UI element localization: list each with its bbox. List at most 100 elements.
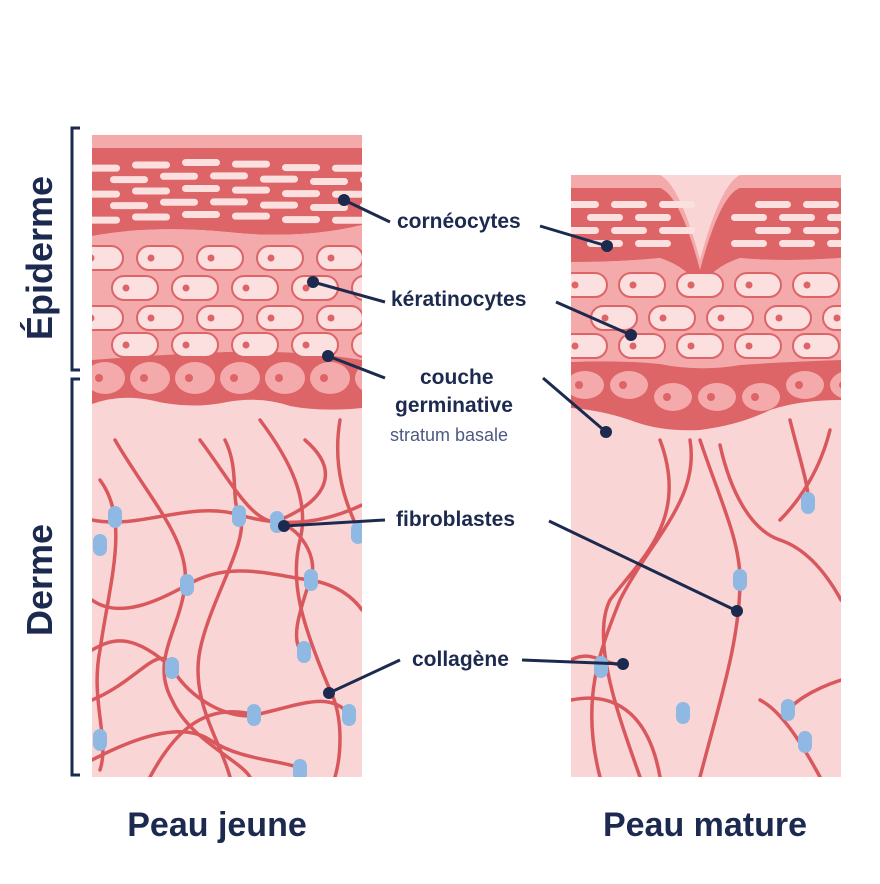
keratinocyte-nucleus — [182, 284, 190, 292]
keratinocyte-nucleus — [302, 284, 310, 292]
basal-cell — [610, 371, 648, 399]
fibroblast — [798, 731, 812, 753]
keratinocyte — [136, 245, 184, 271]
corneocyte-flake — [232, 186, 270, 194]
corneocyte-flake — [755, 227, 791, 234]
mature-corneocytes — [571, 201, 880, 247]
keratinocyte-nucleus — [147, 314, 155, 322]
keratinocyte-nucleus — [687, 281, 695, 289]
keratinocyte-nucleus — [803, 342, 811, 350]
label-basal-line1: couche — [420, 366, 494, 389]
keratinocyte-nucleus — [92, 254, 95, 262]
basal-cell — [92, 362, 125, 394]
keratinocyte — [111, 275, 159, 301]
keratinocyte-nucleus — [571, 281, 579, 289]
keratinocyte — [256, 245, 304, 271]
keratinocyte-nucleus — [242, 341, 250, 349]
label-basal-subtitle: stratum basale — [390, 425, 509, 445]
corneocyte-flake — [132, 187, 170, 195]
fibroblast — [351, 522, 362, 544]
basal-cell — [786, 371, 824, 399]
mature-skin-panel — [571, 175, 880, 777]
keratinocyte — [792, 272, 840, 298]
corneocyte-flake — [851, 201, 880, 208]
keratinocyte — [822, 305, 841, 331]
corneocyte-flake — [332, 164, 362, 172]
keratinocyte — [734, 333, 782, 359]
corneocyte-flake — [232, 160, 270, 168]
fibroblast — [232, 505, 246, 527]
fibroblast — [781, 699, 795, 721]
fibroblast — [297, 641, 311, 663]
fibroblast — [801, 492, 815, 514]
corneocyte-flake — [851, 227, 880, 234]
corneocyte-flake — [182, 185, 220, 193]
corneocyte-flake — [779, 240, 815, 247]
keratinocyte-nucleus — [207, 254, 215, 262]
keratinocyte — [171, 275, 219, 301]
corneocyte-flake — [92, 190, 120, 198]
fibroblast — [108, 506, 122, 528]
keratinocyte — [571, 272, 608, 298]
keratinocyte — [648, 305, 696, 331]
corneocyte-flake — [803, 201, 839, 208]
label-basal-line2: germinative — [395, 394, 513, 417]
keratinocyte-nucleus — [388, 255, 395, 262]
young-skin-panel — [92, 135, 395, 777]
keratinocyte — [92, 245, 124, 271]
mature-basal-cells — [571, 371, 841, 411]
keratinocyte-nucleus — [659, 314, 667, 322]
fibroblast — [93, 534, 107, 556]
keratinocyte-nucleus — [717, 314, 725, 322]
corneocyte-flake — [571, 201, 599, 208]
corneocyte-flake — [92, 164, 120, 172]
keratinocyte — [231, 275, 279, 301]
fibroblast — [594, 656, 608, 678]
corneocyte-flake — [132, 161, 170, 169]
keratinocyte-nucleus — [363, 342, 370, 349]
corneocyte-flake — [332, 216, 362, 224]
leader-fibroblasts-right — [548, 519, 738, 613]
label-corneocytes: cornéocytes — [397, 210, 521, 233]
corneocyte-flake — [110, 176, 148, 184]
corneocyte-flake — [260, 175, 298, 183]
basal-cell-nucleus — [751, 393, 759, 401]
corneocyte-flake — [779, 214, 815, 221]
corneocyte-flake — [160, 172, 198, 180]
bracket-epidermis — [70, 126, 80, 372]
label-collagen: collagène — [412, 648, 509, 671]
young-corneocytes — [92, 159, 362, 224]
fibroblast — [304, 569, 318, 591]
fibroblast — [342, 704, 356, 726]
basal-cell — [175, 362, 215, 394]
corneocyte-flake — [360, 202, 362, 209]
keratinocyte-nucleus — [687, 342, 695, 350]
fibroblast — [165, 657, 179, 679]
leader-collagen-left — [328, 658, 401, 695]
basal-cell — [654, 383, 692, 411]
keratinocyte — [171, 332, 219, 358]
corneocyte-flake — [731, 214, 767, 221]
basal-cell-nucleus — [230, 374, 238, 382]
keratinocyte — [111, 332, 159, 358]
keratinocyte — [676, 272, 724, 298]
mature-stratum-corneum — [571, 188, 841, 290]
corneocyte-flake — [282, 190, 320, 198]
keratinocyte — [792, 333, 840, 359]
basal-cell — [310, 362, 350, 394]
leader-basal-left — [327, 354, 386, 380]
dermis-label: Derme — [19, 523, 60, 637]
keratinocyte-nucleus — [862, 282, 869, 289]
corneocyte-flake — [332, 190, 362, 198]
keratinocyte-nucleus — [629, 342, 637, 350]
keratinocyte-nucleus — [327, 314, 335, 322]
keratinocyte — [92, 305, 124, 331]
corneocyte-flake — [110, 202, 148, 210]
basal-cell-nucleus — [663, 393, 671, 401]
fibroblast — [733, 569, 747, 591]
keratinocyte — [136, 305, 184, 331]
keratinocyte-nucleus — [147, 254, 155, 262]
fibroblast — [247, 704, 261, 726]
fibroblast — [180, 574, 194, 596]
basal-cell-nucleus — [365, 374, 373, 382]
